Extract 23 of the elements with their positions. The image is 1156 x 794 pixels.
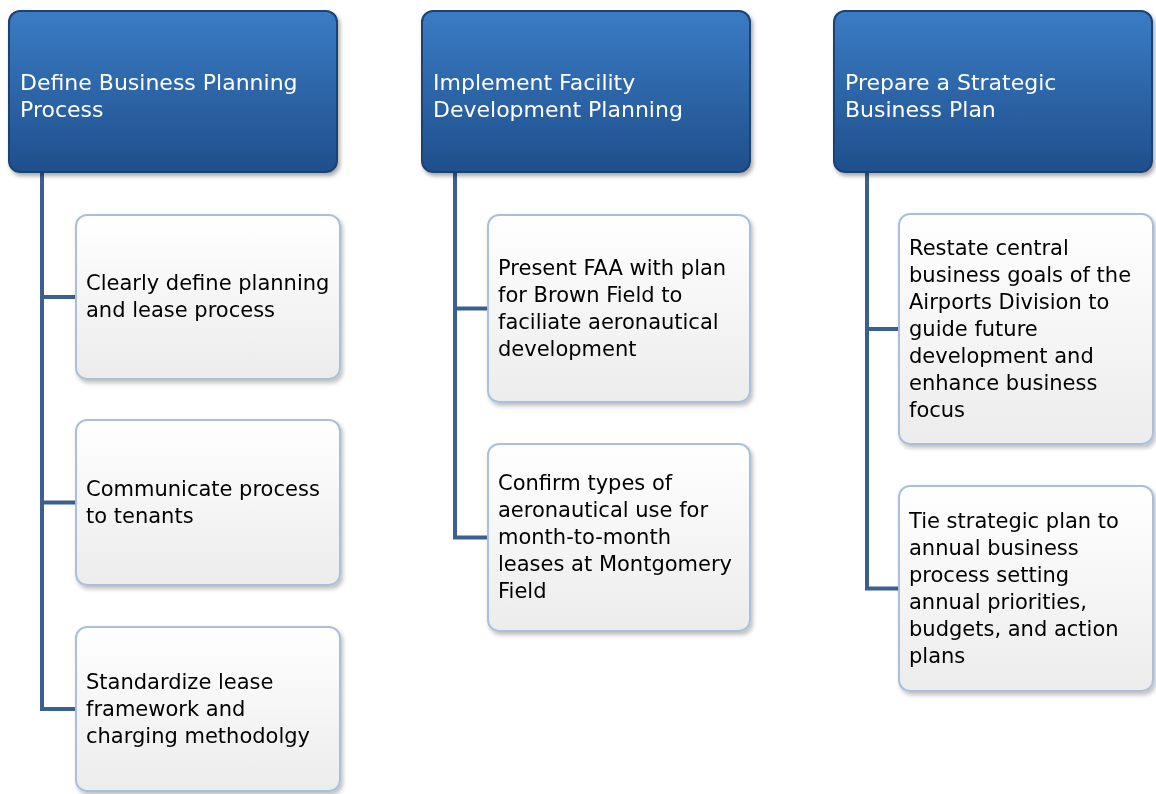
task-text: Communicate process to tenants bbox=[86, 475, 321, 530]
task-text: Clearly define planning and lease process bbox=[86, 270, 331, 324]
task-text: Confirm types of aeronautical use for month-to-month leases at Montgomery Field bbox=[498, 470, 733, 605]
task-box bbox=[898, 485, 1154, 692]
category-box bbox=[8, 10, 338, 173]
connector-line bbox=[865, 173, 898, 591]
category-title: Define Business Planning Process bbox=[20, 68, 299, 123]
category-title: Prepare a Strategic Business Plan bbox=[845, 68, 1058, 123]
task-text: Restate central business goals of the Airports Division to guide future development and enhance business focus bbox=[909, 234, 1133, 424]
category-box bbox=[833, 10, 1153, 173]
task-box bbox=[487, 214, 751, 403]
task-text: Standardize lease framework and charging methodolgy bbox=[86, 668, 311, 750]
task-box bbox=[487, 443, 751, 632]
task-text: Present FAA with plan for Brown Field to faciliate aeronautical development bbox=[498, 254, 728, 363]
category-box bbox=[421, 10, 751, 173]
category-title: Implement Facility Development Planning bbox=[433, 68, 684, 123]
connector-line bbox=[40, 173, 75, 711]
task-box bbox=[898, 213, 1154, 445]
task-box bbox=[75, 214, 341, 380]
task-box bbox=[75, 626, 341, 792]
connector-line bbox=[453, 173, 487, 540]
task-text: Tie strategic plan to annual business process setting annual priorities, budgets, and action plans bbox=[909, 507, 1120, 670]
task-box bbox=[75, 419, 341, 586]
